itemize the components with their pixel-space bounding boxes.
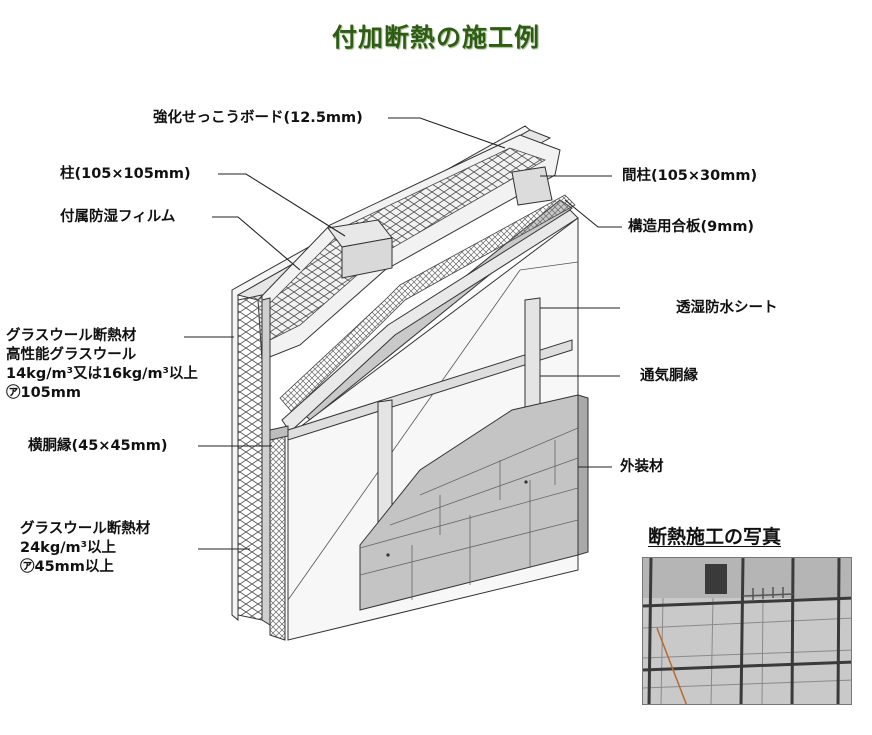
label-glasswool-add-2: 24kg/m³以上	[20, 540, 116, 556]
construction-photo	[642, 557, 852, 705]
exterior-siding	[359, 394, 589, 611]
leader-lines	[184, 117, 622, 550]
label-stud: 間柱(105×30mm)	[622, 168, 758, 184]
label-column: 柱(105×105mm)	[60, 166, 191, 182]
label-glasswool-main-1: グラスウール断熱材	[6, 328, 137, 344]
label-glasswool-main-3: 14kg/m³又は16kg/m³以上	[6, 366, 198, 382]
scaffold-photo-illustration	[643, 558, 851, 704]
label-structural-plywood: 構造用合板(9mm)	[628, 219, 755, 235]
diagram-title: 付加断熱の施工例	[331, 23, 540, 52]
label-vapor-film: 付属防湿フィルム	[60, 209, 176, 225]
label-glasswool-add-1: グラスウール断熱材	[20, 521, 151, 537]
label-vent-furring: 通気胴縁	[640, 368, 698, 384]
horizontal-furring	[287, 339, 573, 441]
label-gypsum-board: 強化せっこうボード(12.5mm)	[153, 110, 363, 126]
label-horizontal-furring: 横胴縁(45×45mm)	[28, 438, 168, 454]
label-glasswool-add-3: ㋐45mm以上	[20, 559, 114, 575]
main-insulation	[237, 294, 289, 641]
photo-title: 断熱施工の写真	[648, 526, 782, 548]
label-glasswool-main-4: ㋐105mm	[6, 385, 81, 401]
label-breathable-sheet: 透湿防水シート	[676, 300, 778, 316]
label-exterior: 外装材	[620, 459, 664, 475]
label-glasswool-main-2: 高性能グラスウール	[6, 347, 137, 363]
